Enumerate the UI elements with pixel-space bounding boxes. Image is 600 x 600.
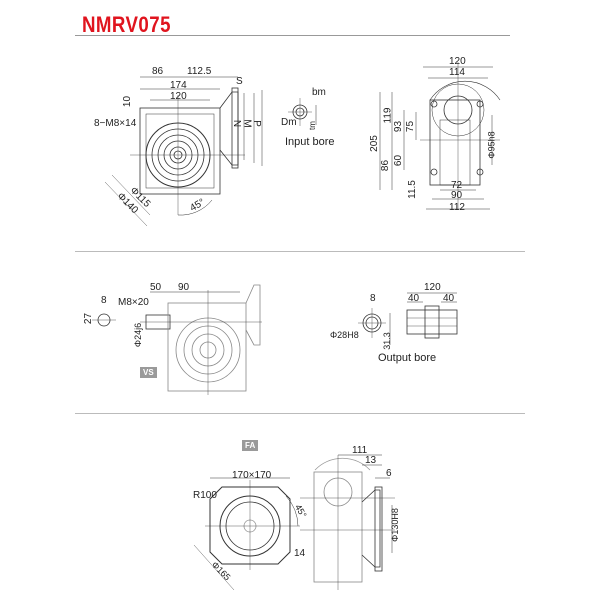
dim-50: 50 bbox=[150, 282, 162, 293]
dim-90: 90 bbox=[451, 190, 463, 201]
dim-111: 111 bbox=[352, 445, 368, 456]
fa-tag: FA bbox=[242, 440, 259, 451]
input-bore-drawing bbox=[288, 98, 317, 126]
dim-thread: M8×20 bbox=[118, 297, 149, 308]
fa-flange-drawing bbox=[193, 454, 395, 591]
vs-view-drawing bbox=[92, 284, 262, 395]
side-view-gearbox bbox=[379, 62, 501, 210]
dim-86: 86 bbox=[380, 159, 392, 172]
dim-bm: bm bbox=[312, 87, 326, 98]
dim-72: 72 bbox=[451, 180, 463, 191]
dim-120: 120 bbox=[170, 91, 187, 102]
dim-holes: 8−M8×14 bbox=[94, 118, 137, 129]
dim-120: 120 bbox=[424, 282, 441, 293]
dim-93: 93 bbox=[393, 120, 405, 133]
dim-6: 6 bbox=[386, 468, 392, 479]
dim-31-3: 31.3 bbox=[381, 332, 392, 350]
dim-8: 8 bbox=[370, 293, 376, 304]
dim-86: 86 bbox=[152, 66, 164, 77]
output-bore-label: Output bore bbox=[378, 352, 437, 364]
model-title: NMRV075 bbox=[82, 12, 171, 37]
dim-N: N bbox=[231, 119, 243, 128]
dim-114: 114 bbox=[449, 67, 465, 78]
dim-170x170: 170×170 bbox=[232, 470, 272, 481]
section-divider-1 bbox=[75, 251, 525, 252]
dim-tm: tm bbox=[307, 121, 317, 130]
dim-60: 60 bbox=[393, 154, 405, 167]
dim-13: 13 bbox=[365, 455, 377, 466]
dim-40-left: 40 bbox=[408, 293, 420, 304]
dim-205: 205 bbox=[368, 135, 380, 152]
dim-11-5: 11.5 bbox=[406, 180, 418, 199]
dim-174: 174 bbox=[170, 80, 187, 91]
dim-P: P bbox=[250, 120, 262, 127]
dim-27: 27 bbox=[83, 312, 95, 325]
dim-120: 120 bbox=[449, 56, 466, 67]
dim-Dm: Dm bbox=[281, 117, 297, 128]
dim-10: 10 bbox=[122, 95, 134, 108]
section-divider-2 bbox=[75, 413, 525, 414]
dim-dia95: Φ95h8 bbox=[486, 131, 497, 159]
input-bore-label: Input bore bbox=[285, 136, 335, 148]
dim-112-5: 112.5 bbox=[187, 66, 212, 77]
dim-dia28: Φ28H8 bbox=[330, 330, 359, 340]
dim-75: 75 bbox=[405, 120, 417, 133]
title-underline bbox=[75, 35, 510, 36]
dim-90: 90 bbox=[178, 282, 190, 293]
front-view-gearbox bbox=[104, 76, 263, 227]
dim-8: 8 bbox=[101, 295, 107, 306]
dim-112: 112 bbox=[449, 202, 465, 213]
vs-tag: VS bbox=[140, 367, 157, 378]
dim-14: 14 bbox=[294, 548, 306, 559]
dim-dia24: Φ24j6 bbox=[133, 322, 144, 348]
dim-S: S bbox=[236, 76, 243, 87]
output-bore-drawing bbox=[358, 292, 458, 345]
dim-119: 119 bbox=[382, 107, 394, 124]
dim-dia130: Φ130H8 bbox=[389, 508, 400, 542]
dim-40-right: 40 bbox=[443, 293, 455, 304]
dim-r100: R100 bbox=[193, 490, 217, 501]
